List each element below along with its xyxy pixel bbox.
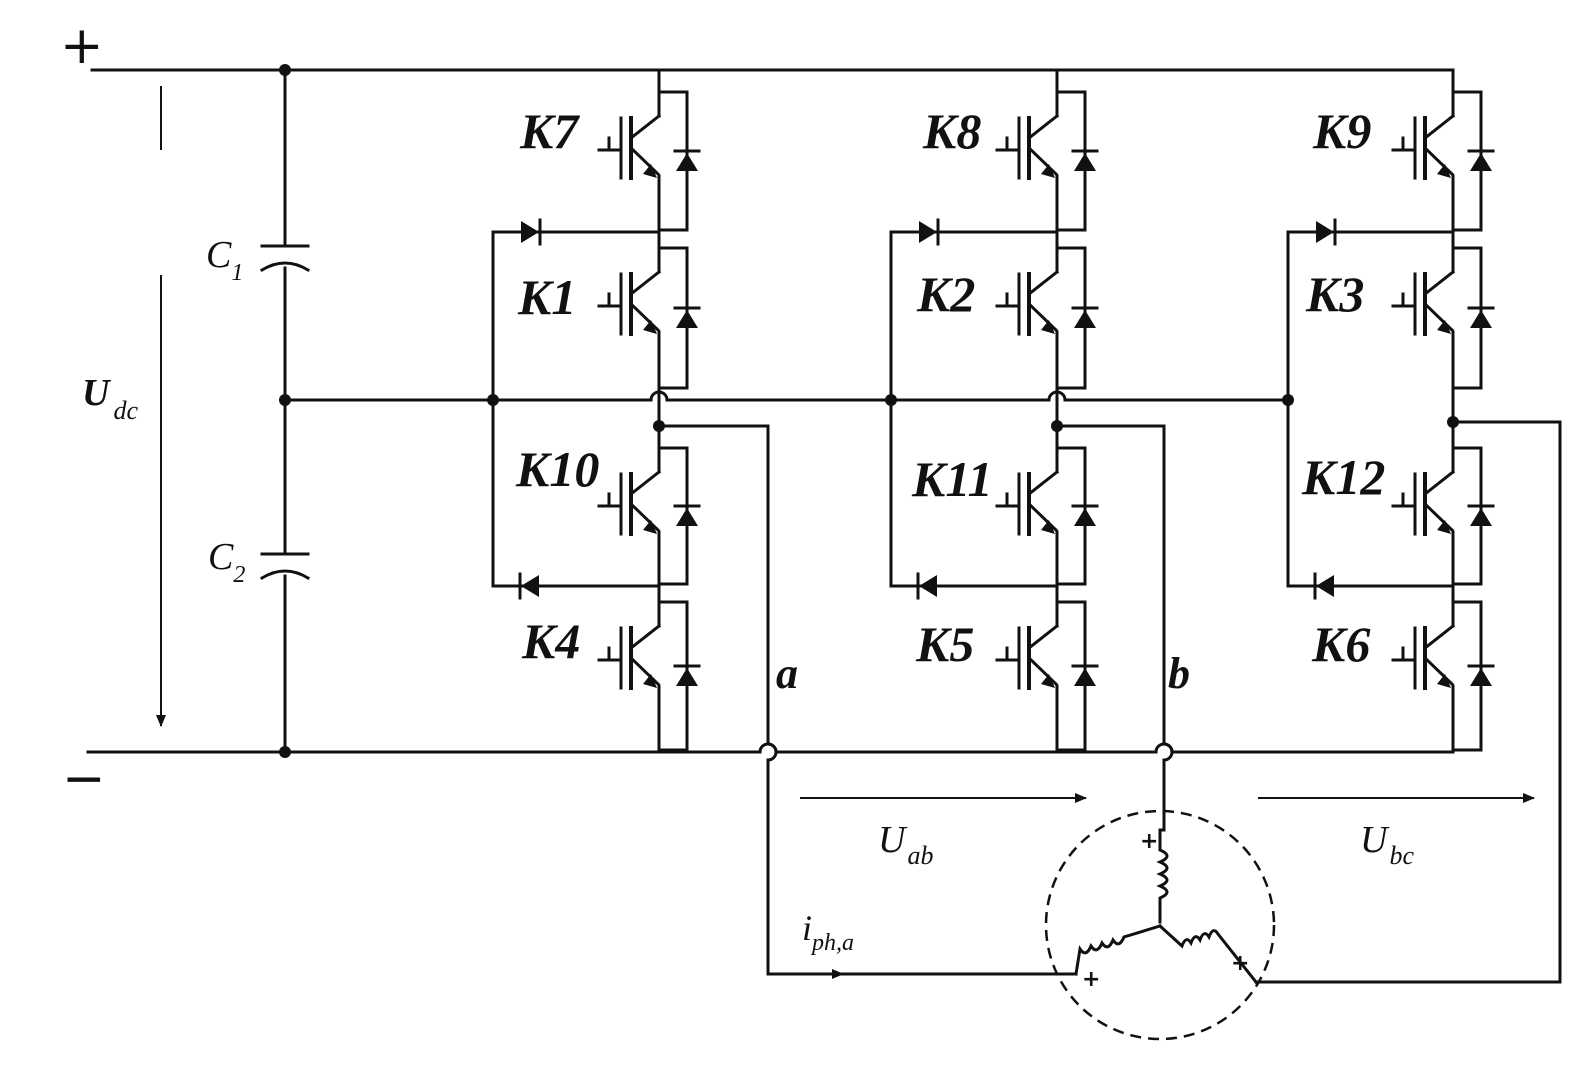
phase-leg-1	[491, 68, 701, 754]
phase-leg-3	[1286, 68, 1495, 754]
capacitor-c2	[259, 552, 311, 581]
switch-label-k1: K1	[517, 269, 576, 325]
winding-a	[1074, 924, 1162, 976]
winding-b-polarity: +	[1140, 829, 1158, 854]
switch-label-k9: K9	[1312, 103, 1371, 159]
winding-c-polarity: +	[1231, 951, 1249, 976]
phase-leg-2	[889, 68, 1099, 754]
phase-wiring	[657, 420, 1562, 984]
c2-label: C2	[208, 536, 245, 588]
c1-label: C1	[206, 234, 243, 286]
switch-label-k12: K12	[1301, 449, 1385, 505]
phase-label-a: a	[776, 649, 798, 698]
switch-label-k4: K4	[521, 613, 580, 669]
switch-label-k5: K5	[915, 616, 974, 672]
winding-c	[1157, 923, 1259, 985]
dc-bus	[86, 68, 1454, 754]
phase-label-b: b	[1168, 649, 1190, 698]
winding-a-polarity: +	[1082, 967, 1100, 992]
switch-label-k8: K8	[922, 103, 981, 159]
uab-label: Uab	[878, 819, 933, 870]
motor	[1044, 809, 1276, 1041]
bus-nodes	[279, 64, 1459, 758]
winding-b	[1156, 810, 1169, 924]
plus-terminal: +	[60, 16, 104, 76]
switch-label-k10: K10	[515, 441, 599, 497]
switch-label-k2: K2	[916, 266, 975, 322]
switch-label-k11: K11	[911, 451, 993, 507]
switch-label-k6: K6	[1311, 616, 1370, 672]
phase-legs	[491, 68, 1495, 754]
ubc-label: Ubc	[1360, 819, 1414, 870]
capacitor-c1	[259, 244, 311, 273]
phase-current-label: iph,a	[802, 908, 854, 956]
minus-terminal: −	[62, 749, 106, 809]
switch-label-k3: K3	[1305, 266, 1364, 322]
switch-label-k7: K7	[519, 103, 580, 159]
